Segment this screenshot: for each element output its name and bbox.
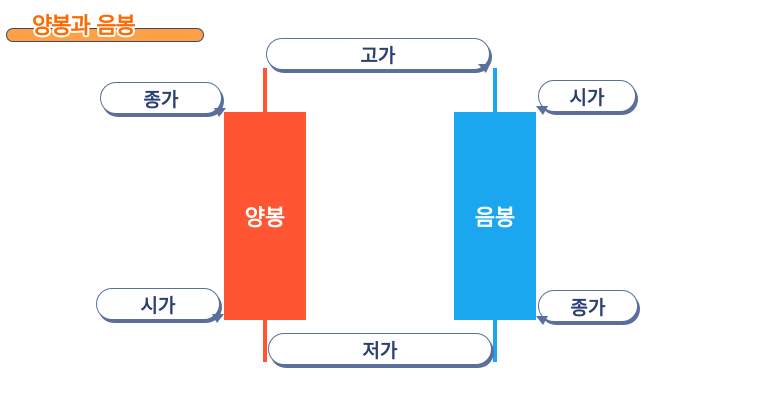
bear-close-label: 종가: [538, 290, 638, 322]
bull-close-label: 종가: [100, 82, 222, 114]
bear-wick-upper: [493, 68, 497, 114]
high-price-label: 고가: [266, 38, 490, 70]
bear-candle-body: 음봉: [454, 112, 536, 320]
bull-open-tail: [212, 314, 224, 323]
bull-close-tail: [214, 108, 226, 117]
bull-open-label: 시가: [96, 288, 220, 320]
bull-candle-label: 양봉: [244, 206, 286, 231]
title-banner: 양봉과 음봉: [6, 8, 206, 44]
bull-wick-lower: [263, 318, 267, 362]
page-title: 양봉과 음봉: [32, 14, 136, 39]
bear-close-tail: [536, 316, 548, 325]
bear-candle-label: 음봉: [474, 206, 516, 231]
bull-candle-body: 양봉: [224, 112, 306, 320]
title-underline-bar: [6, 28, 204, 42]
high-label-tail: [478, 64, 490, 73]
low-price-label: 저가: [268, 333, 492, 365]
bear-open-tail: [536, 106, 548, 115]
bear-open-label: 시가: [538, 80, 636, 112]
bear-wick-lower: [493, 318, 497, 362]
bull-wick-upper: [263, 68, 267, 114]
